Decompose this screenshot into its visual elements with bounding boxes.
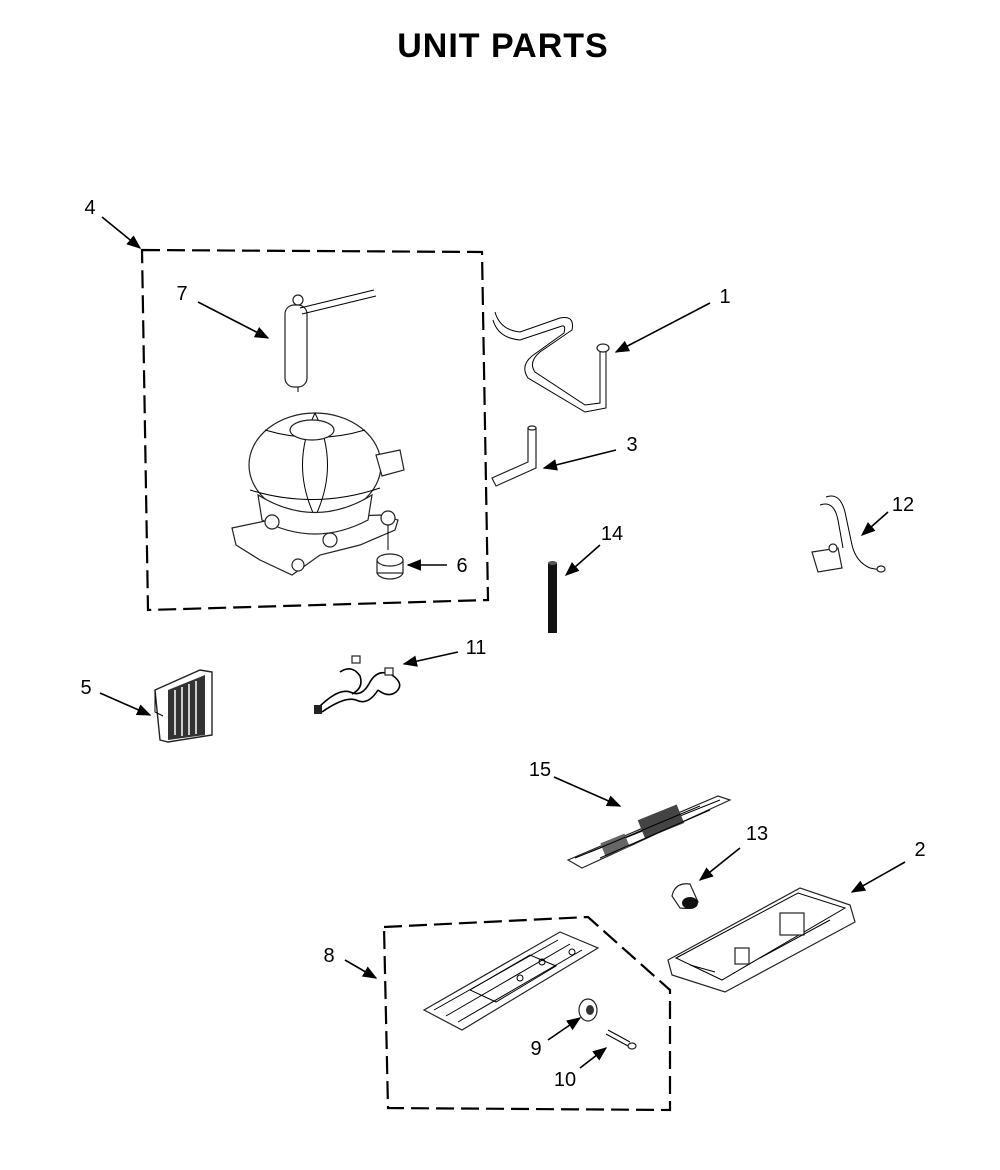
arrow-10: [579, 1047, 608, 1069]
part-2-housing: [667, 887, 856, 993]
callout-2: 2: [914, 839, 925, 861]
arrow-15: [553, 776, 622, 807]
arrow-8: [344, 959, 378, 979]
part-5-cover: [154, 669, 213, 743]
arrow-3: [542, 449, 617, 471]
part-6-grommet: [376, 553, 404, 580]
assembly-8-outline: [382, 915, 672, 1112]
callout-15: 15: [529, 759, 551, 781]
part-11-wire-harness: [314, 655, 401, 714]
part-12-harness: [811, 495, 886, 573]
compressor: [231, 412, 405, 576]
callout-1: 1: [719, 286, 730, 308]
assembly-4-outline: [140, 248, 490, 612]
arrow-12: [860, 511, 889, 536]
arrow-13: [698, 847, 741, 881]
callout-labels: 4 7 1 3 6 14 12 11 5 15 13 2 8 9 10: [80, 197, 925, 1091]
callout-13: 13: [746, 823, 768, 845]
arrow-1: [614, 302, 711, 353]
callout-4: 4: [84, 197, 95, 219]
arrow-5: [99, 692, 152, 716]
part-7-drier: [284, 289, 377, 392]
part-1-tube: [492, 311, 610, 413]
part-13-cap: [671, 883, 699, 909]
part-14-tube: [548, 561, 557, 633]
callout-7: 7: [176, 283, 187, 305]
callout-9: 9: [530, 1038, 541, 1060]
arrow-4: [101, 216, 142, 249]
callout-5: 5: [80, 677, 91, 699]
arrow-2: [850, 861, 906, 893]
arrow-11: [402, 651, 459, 667]
callout-10: 10: [554, 1069, 576, 1091]
callout-6: 6: [456, 555, 467, 577]
arrow-14: [564, 544, 601, 576]
part-9-knob: [578, 998, 598, 1022]
callout-11: 11: [466, 637, 487, 659]
callout-12: 12: [892, 494, 914, 516]
arrow-7: [197, 301, 270, 339]
part-15-control-board: [566, 795, 732, 869]
callout-14: 14: [601, 523, 623, 545]
arrow-9: [547, 1017, 582, 1041]
callout-3: 3: [626, 434, 637, 456]
callout-8: 8: [323, 945, 334, 967]
page-title: UNIT PARTS: [397, 27, 608, 65]
leader-arrows: [99, 216, 906, 1069]
part-3-tube: [491, 425, 537, 487]
part-10-screw: [605, 1029, 637, 1050]
part-8-board: [422, 931, 600, 1031]
